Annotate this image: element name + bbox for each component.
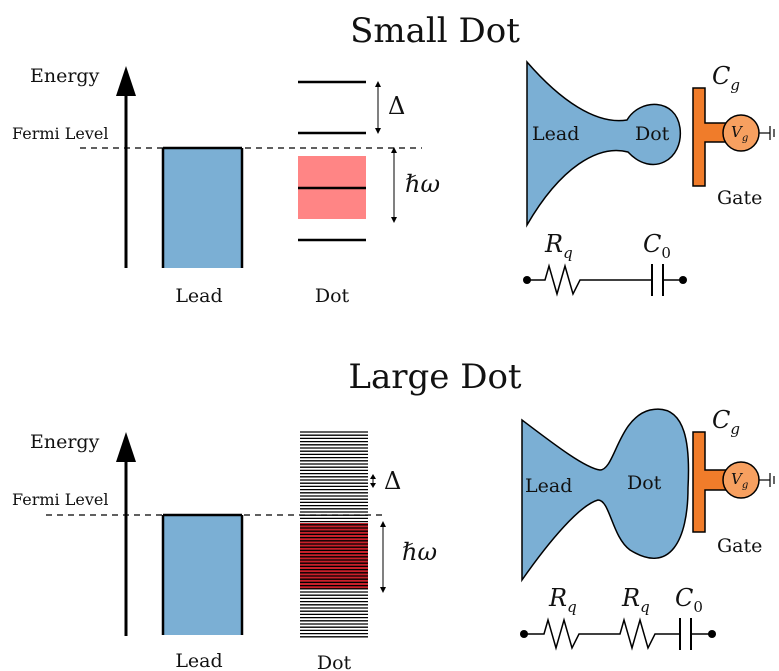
gate-label: Gate [717,535,762,557]
lead-label: Lead [175,285,222,307]
vg-label: Vg [731,123,748,144]
delta-arrow-head [370,474,376,479]
schematic-dot-label: Dot [635,123,670,145]
circuit-terminal [708,630,716,638]
schematic-dot-label: Dot [627,472,662,494]
lead-filled-states [163,148,242,268]
lead-label: Lead [175,650,222,671]
circuit-terminal [679,276,687,284]
dot-label: Dot [315,285,350,307]
large-dot-panel: Large Dot Energy Fermi Level Lead Dot Δ … [12,357,775,671]
energy-label: Energy [30,431,100,453]
rq1-label: Rq [548,584,577,616]
large-lead-dot-shape [521,408,690,583]
schematic-lead-label: Lead [532,123,579,145]
dot-label: Dot [317,652,352,671]
rq2-label: Rq [621,584,650,616]
delta-label: Δ [388,92,405,120]
resistors-rq [524,617,680,651]
resistor-rq [527,263,652,297]
energy-axis-arrowhead [116,66,136,96]
fermi-level-label: Fermi Level [12,124,108,143]
small-lead-dot-shape [526,59,681,228]
gate-label: Gate [717,187,762,209]
schematic-lead-label: Lead [525,475,572,497]
cg-label: Cg [712,406,740,438]
hbar-omega-label: ℏω [405,170,440,198]
small-dot-title: Small Dot [350,11,520,51]
dense-dot-levels [300,431,368,638]
c0-label: C0 [643,230,671,262]
fermi-level-label: Fermi Level [12,490,108,509]
energy-axis-arrowhead [116,432,136,462]
hbar-omega-label: ℏω [402,538,437,566]
small-dot-panel: Small Dot Energy Fermi Level Lead Dot Δ … [12,11,775,307]
vg-label: Vg [731,470,748,491]
delta-label: Δ [384,467,401,495]
delta-arrow-head [370,483,376,488]
c0-label: C0 [675,584,703,616]
energy-label: Energy [30,65,100,87]
large-dot-title: Large Dot [348,357,522,397]
rq-label: Rq [544,230,573,262]
cg-label: Cg [712,62,740,94]
lead-filled-states [163,515,242,635]
